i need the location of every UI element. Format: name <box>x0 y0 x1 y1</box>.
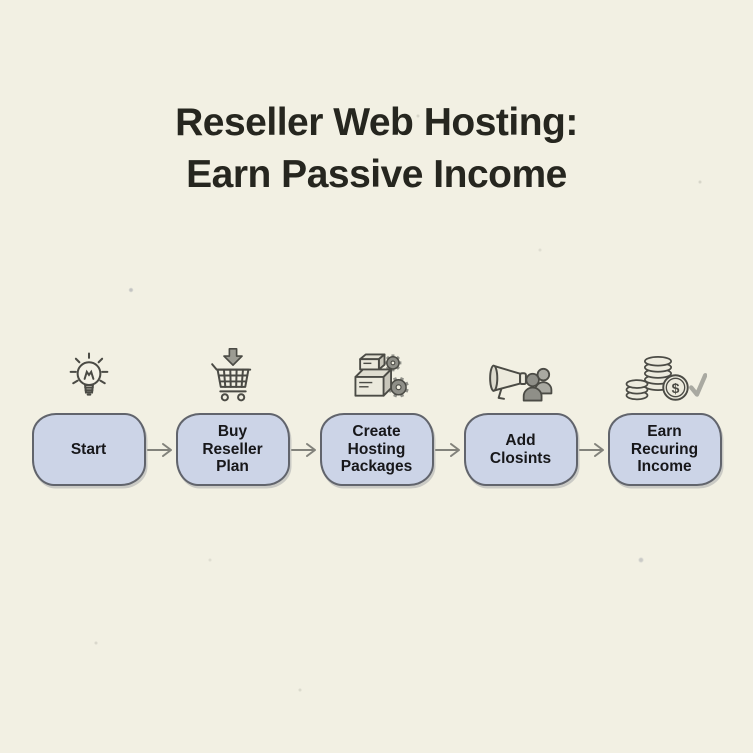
shopping-cart-icon <box>204 338 262 406</box>
step-label: Add Closints <box>489 431 552 467</box>
flow-step-start: Start <box>31 338 146 486</box>
step-label: Start <box>70 440 107 458</box>
step-box-buy-plan: Buy Reseller Plan <box>175 413 290 486</box>
step-box-create-packages: Create Hosting Packages <box>319 413 434 486</box>
packages-gears-icon <box>344 338 410 406</box>
flow-step-add-clients: Add Closints <box>463 338 578 486</box>
flow-arrow <box>434 413 464 486</box>
flow-arrow <box>578 413 608 486</box>
step-box-add-clients: Add Closints <box>463 413 578 486</box>
svg-text:$: $ <box>671 380 679 396</box>
flow-diagram: Start <box>0 338 753 486</box>
lightbulb-icon <box>61 338 117 406</box>
step-label: Earn Recuring Income <box>630 422 699 476</box>
flow-step-earn-income: $ Earn Recuring Income <box>607 338 722 486</box>
megaphone-people-icon <box>487 338 555 406</box>
flow-arrow <box>146 413 176 486</box>
step-label: Buy Reseller Plan <box>202 422 263 476</box>
flow-step-buy-plan: Buy Reseller Plan <box>175 338 290 486</box>
page-title: Reseller Web Hosting: Earn Passive Incom… <box>175 101 578 196</box>
coins-check-icon: $ <box>623 338 707 406</box>
step-label: Create Hosting Packages <box>340 422 413 476</box>
flow-step-create-packages: Create Hosting Packages <box>319 338 434 486</box>
flow-arrow <box>290 413 320 486</box>
step-box-earn-income: Earn Recuring Income <box>607 413 722 486</box>
step-box-start: Start <box>31 413 146 486</box>
